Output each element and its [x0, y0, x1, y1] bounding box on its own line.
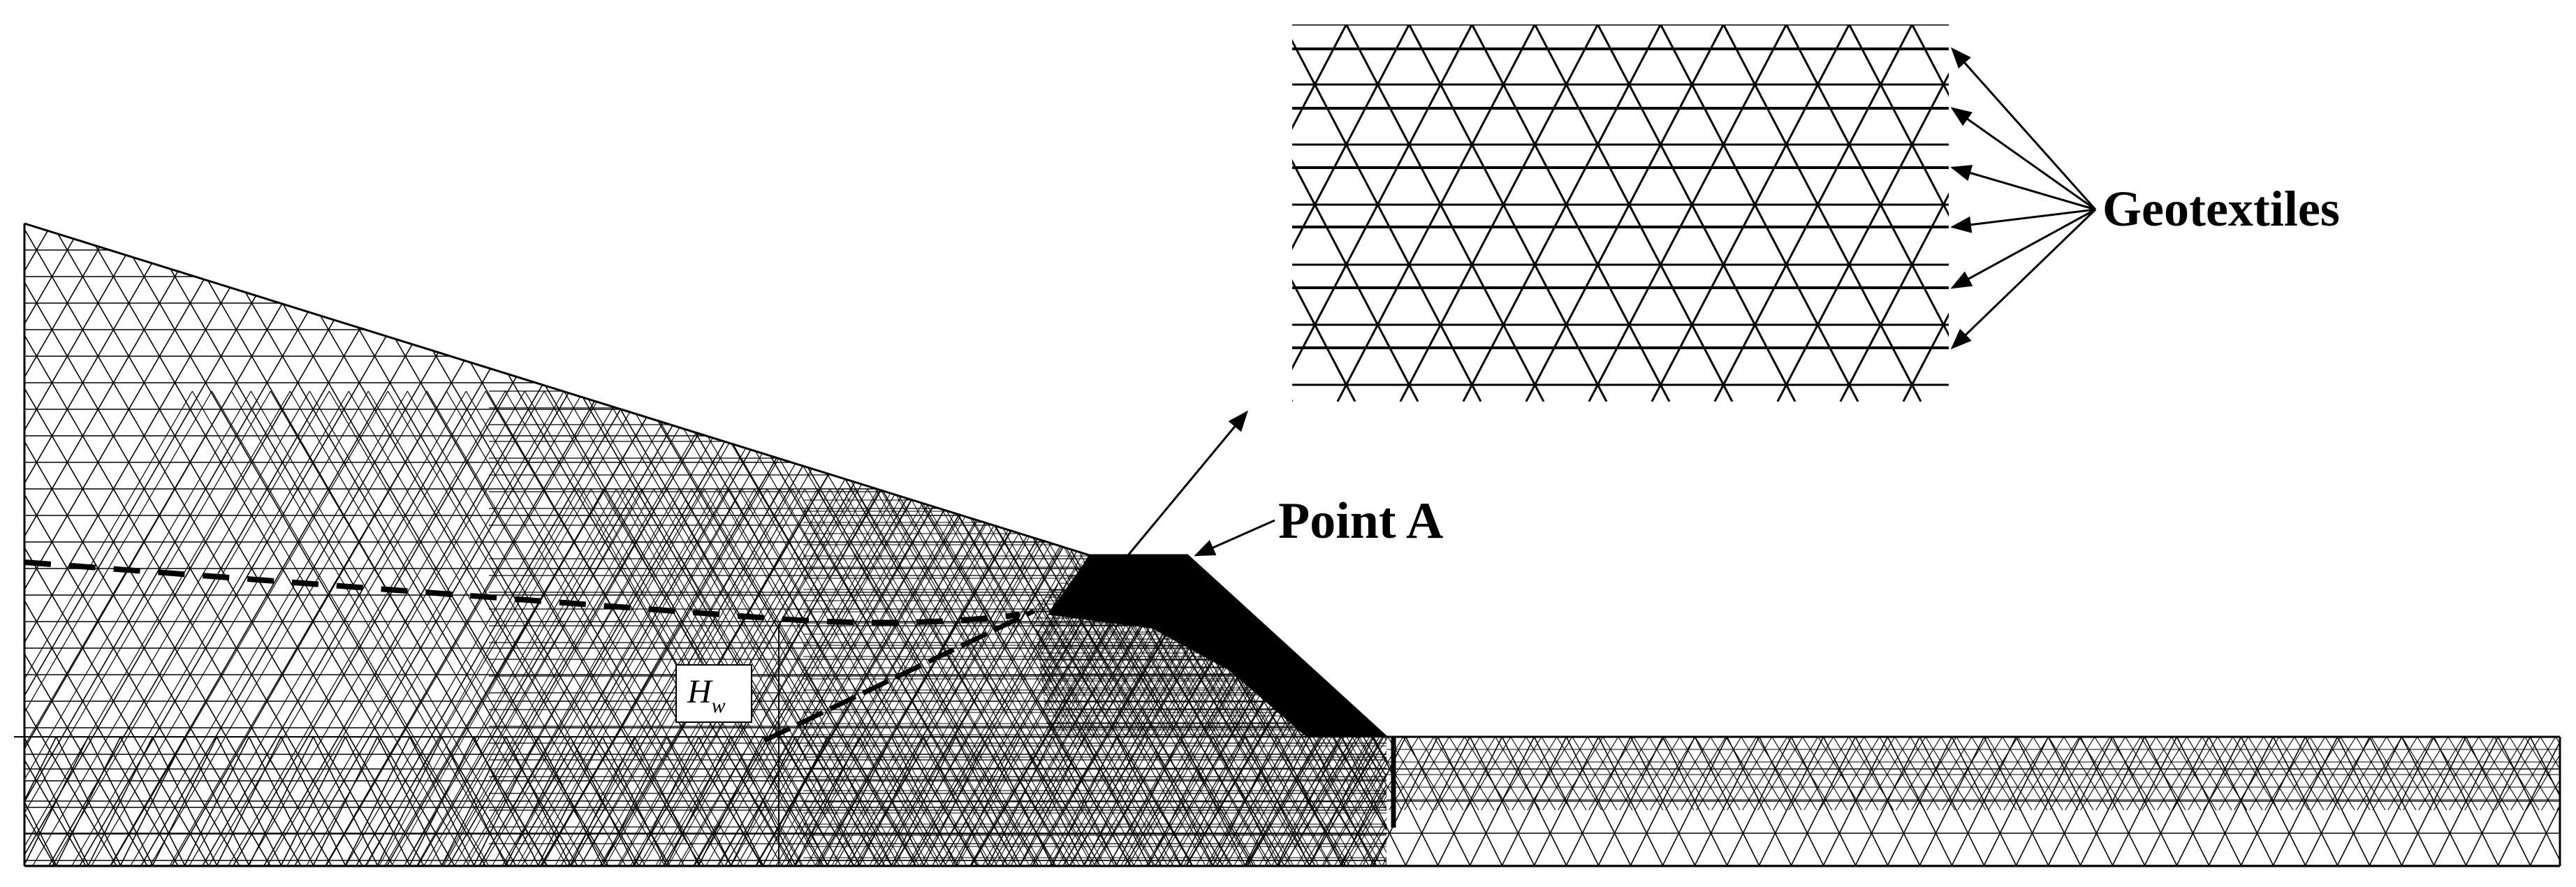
mesh-lines [24, 737, 2560, 866]
mesh-lines [24, 223, 1386, 866]
geotextile-arrow [1950, 165, 2096, 211]
inclined-line [763, 608, 1035, 743]
mesh-lines [1292, 24, 1949, 402]
geotextiles-label: Geotextiles [2102, 181, 2340, 237]
embankment-mesh [24, 223, 1386, 866]
geotextile-arrows [1950, 47, 2097, 350]
geotextile-arrow [1950, 208, 2097, 350]
svg-text:Hw: Hw [687, 673, 726, 717]
hw-subscript: w [712, 694, 726, 717]
geotextile-arrow [1950, 208, 2096, 233]
foundation-mesh [24, 737, 2560, 866]
hw-label: H [687, 673, 713, 710]
geotextile-arrow [1950, 208, 2096, 289]
mesh-lines [1281, 737, 2560, 811]
point-a-label: Point A [1278, 492, 1443, 550]
model-outline [14, 222, 2561, 867]
hw-marker: Hw [675, 625, 780, 735]
inset-callout-arrow [1127, 410, 1248, 556]
reinforced-block [1048, 555, 1386, 737]
geotextile-layers [1292, 47, 1949, 349]
mesh-lines [366, 488, 1386, 866]
point-a-arrow [1194, 519, 1275, 557]
geotextile-arrow [1950, 107, 2096, 211]
geotextile-arrow [1951, 47, 2097, 210]
inset-mesh [1292, 24, 1949, 402]
phreatic-line [24, 559, 1020, 626]
